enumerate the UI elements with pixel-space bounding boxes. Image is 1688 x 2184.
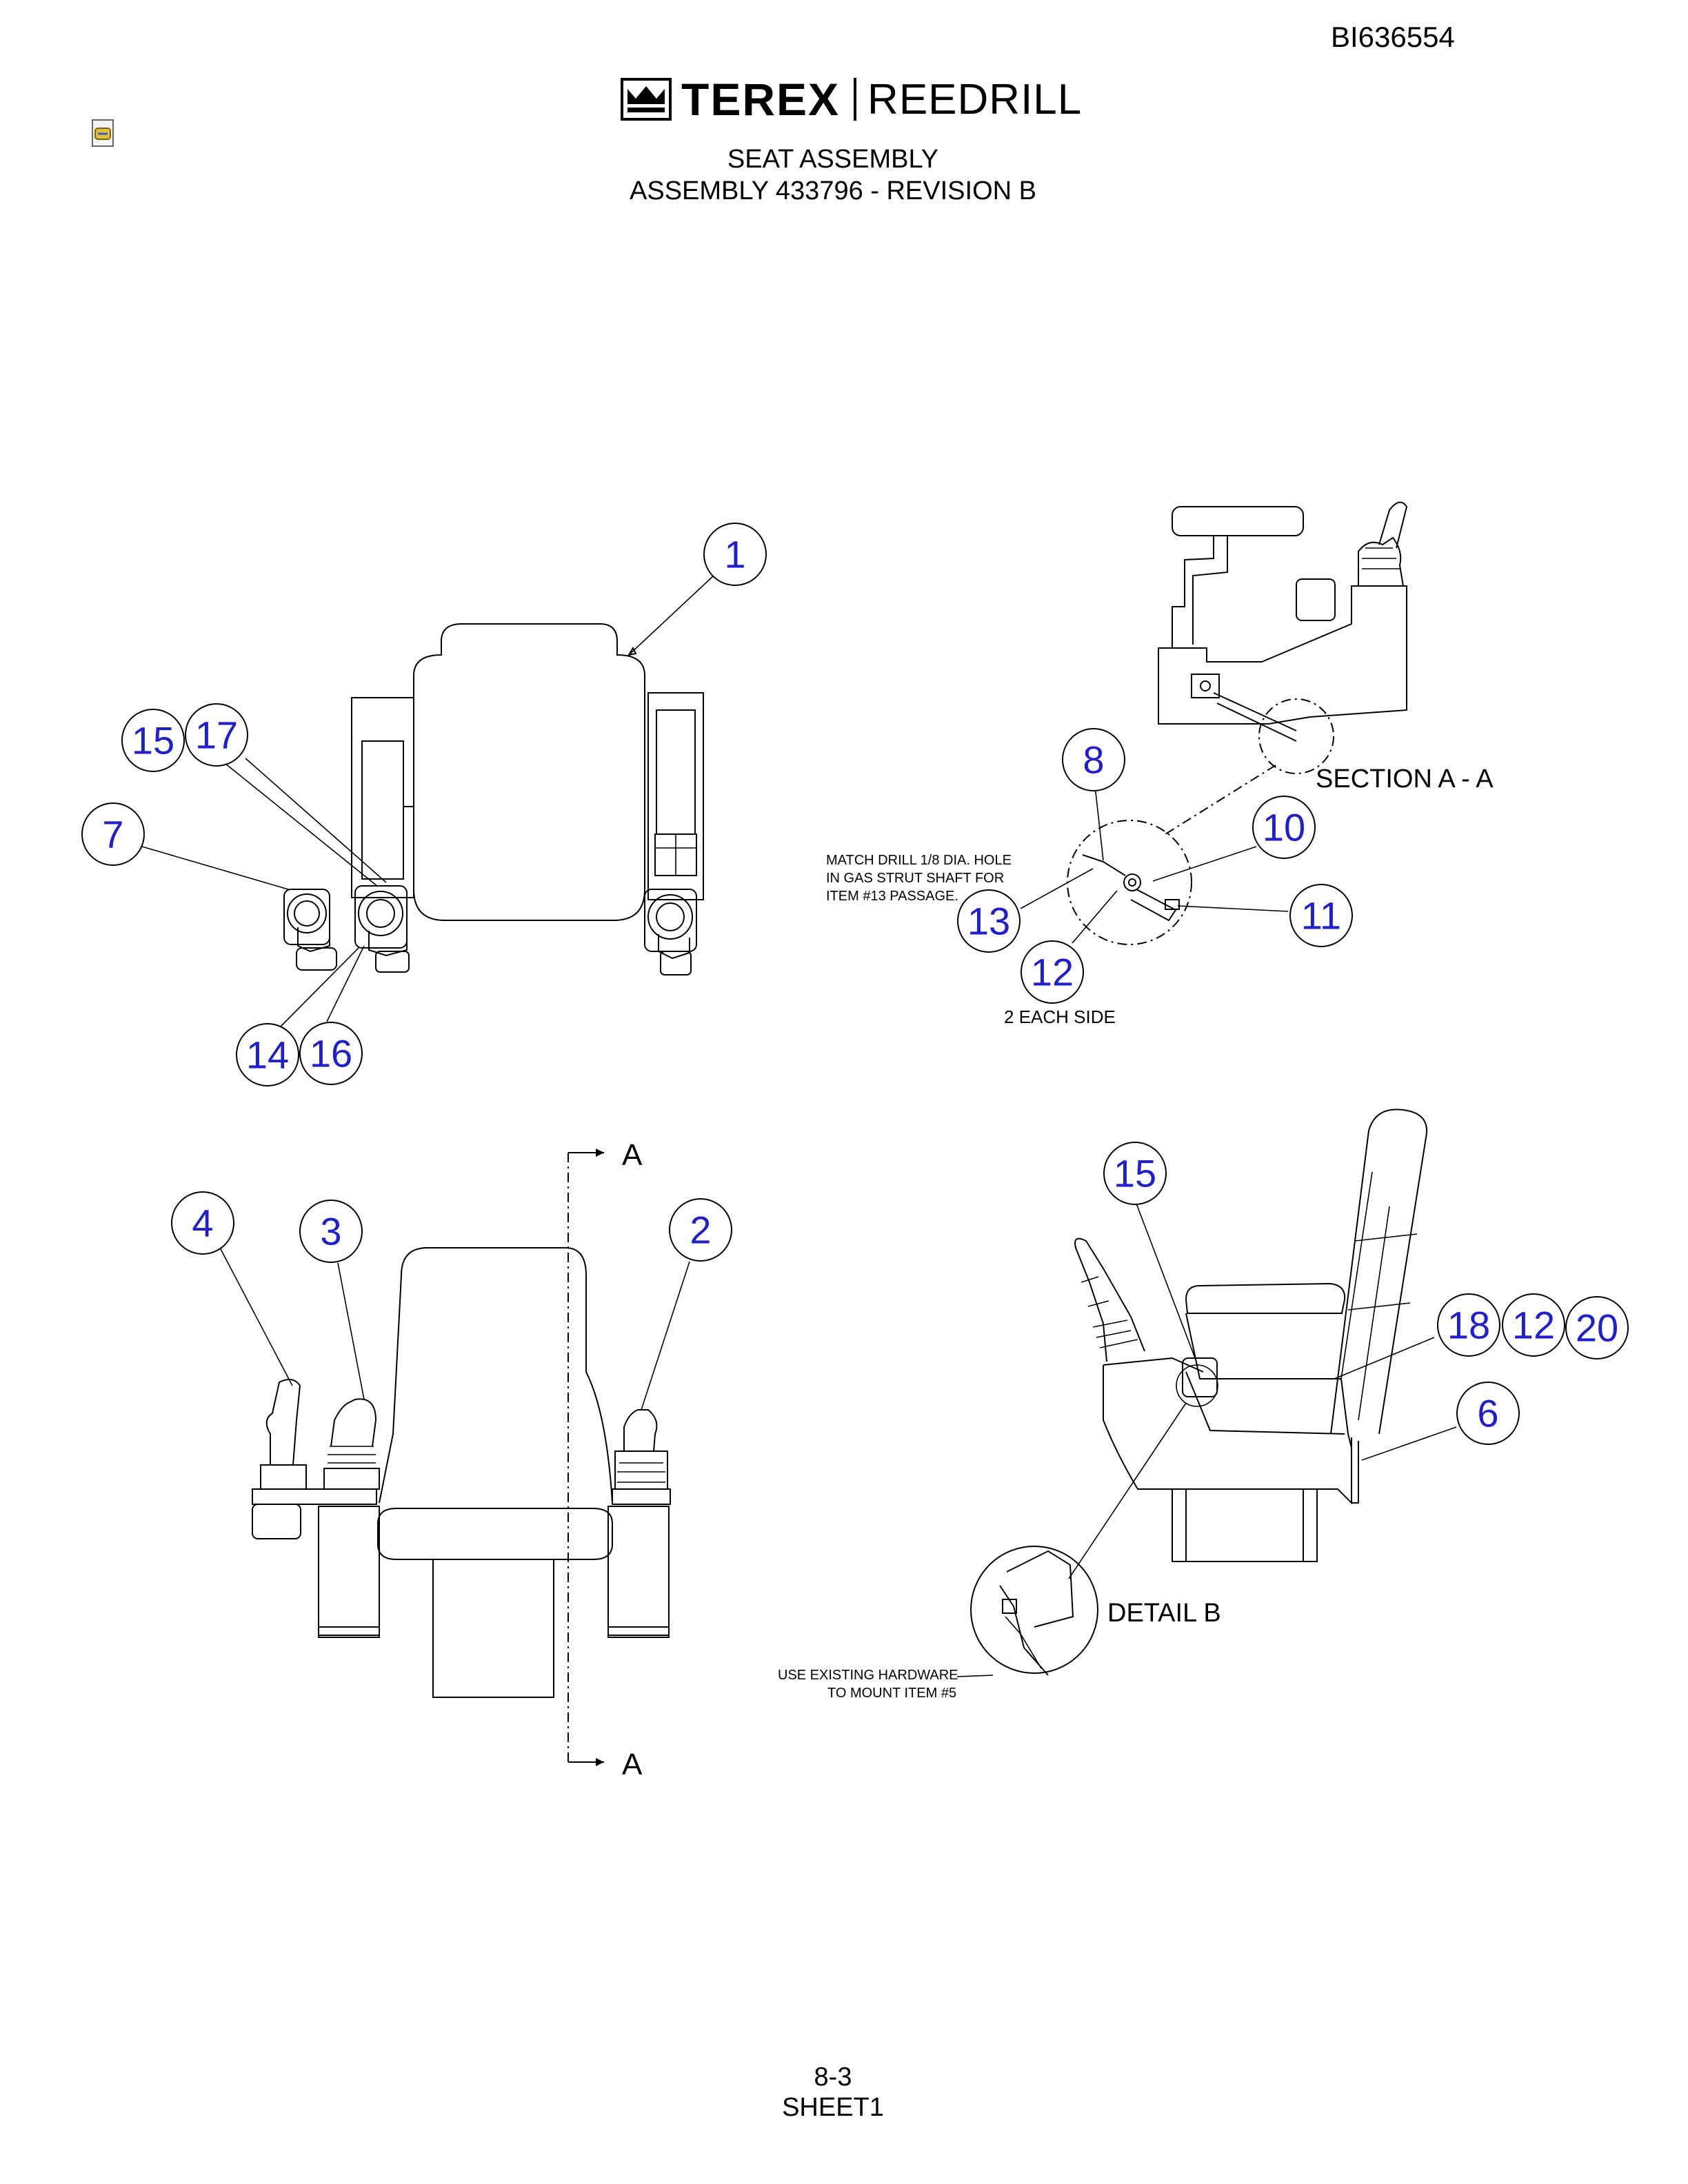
terex-logo-icon (621, 78, 672, 121)
document-id: BI636554 (1331, 21, 1455, 53)
balloon-item-7: 7 (81, 802, 145, 866)
svg-text:13: 13 (967, 900, 1010, 943)
side-view (956, 1109, 1457, 1677)
front-view (219, 1149, 690, 1766)
balloon-item-12-side: 12 (1502, 1293, 1565, 1357)
balloon-item-4: 4 (171, 1191, 234, 1255)
balloon-item-3: 3 (299, 1200, 363, 1263)
joystick-2 (612, 1409, 671, 1505)
svg-text:2: 2 (690, 1209, 711, 1252)
brand-divider (854, 78, 857, 121)
section-marker-bottom: A (622, 1748, 643, 1781)
hardware-note-line1: USE EXISTING HARDWARE (778, 1668, 958, 1683)
brand-header: TEREX REEDRILL (621, 70, 1082, 128)
svg-text:16: 16 (310, 1032, 352, 1075)
sheet-label: SHEET1 (782, 2093, 884, 2122)
right-joystick-pod (644, 889, 697, 975)
section-a-a-label: SECTION A - A (1316, 765, 1494, 793)
svg-text:8: 8 (1083, 738, 1104, 782)
svg-text:1: 1 (724, 533, 745, 576)
section-a-a-view (1020, 501, 1408, 945)
assembly-number: ASSEMBLY 433796 - REVISION B (630, 176, 1036, 205)
svg-text:12: 12 (1512, 1304, 1555, 1347)
joystick-3 (323, 1398, 380, 1490)
balloon-item-15-top: 15 (121, 709, 185, 772)
center-joystick-pod (354, 885, 410, 973)
svg-text:7: 7 (102, 813, 123, 856)
detail-b-label: DETAIL B (1107, 1599, 1221, 1628)
detail-b-view (970, 1546, 1098, 1676)
balloon-item-17: 17 (185, 703, 248, 767)
brand-reedrill: REEDRILL (867, 75, 1083, 123)
balloon-item-2: 2 (669, 1198, 732, 1262)
match-drill-note-line1: MATCH DRILL 1/8 DIA. HOLE (826, 853, 1012, 868)
balloon-item-18: 18 (1437, 1293, 1500, 1357)
brand-terex: TEREX (681, 74, 841, 125)
balloon-item-16: 16 (299, 1022, 363, 1085)
balloon-item-13: 13 (957, 889, 1021, 953)
each-side-note: 2 EACH SIDE (1004, 1007, 1116, 1027)
svg-text:4: 4 (192, 1202, 213, 1245)
svg-text:12: 12 (1031, 951, 1074, 994)
svg-text:11: 11 (1301, 894, 1341, 938)
page-number: 8-3 (814, 2063, 852, 2092)
svg-text:14: 14 (246, 1033, 289, 1077)
hardware-note-line2: TO MOUNT ITEM #5 (827, 1686, 956, 1701)
svg-text:18: 18 (1447, 1304, 1490, 1347)
svg-text:15: 15 (132, 719, 174, 762)
section-marker-top: A (622, 1138, 643, 1172)
top-view (141, 574, 715, 1028)
balloon-item-10: 10 (1252, 796, 1316, 859)
svg-text:10: 10 (1263, 806, 1305, 849)
svg-text:17: 17 (195, 714, 238, 757)
balloon-item-11: 11 (1289, 884, 1353, 947)
match-drill-note-line3: ITEM #13 PASSAGE. (826, 889, 958, 904)
balloon-item-12-section: 12 (1021, 940, 1084, 1004)
balloon-item-1: 1 (703, 523, 767, 586)
balloon-item-8: 8 (1062, 728, 1125, 791)
svg-text:20: 20 (1576, 1306, 1618, 1350)
svg-text:6: 6 (1477, 1392, 1498, 1435)
joystick-4 (252, 1379, 377, 1539)
balloon-item-6: 6 (1456, 1382, 1520, 1445)
balloon-item-15-side: 15 (1103, 1142, 1167, 1205)
document-file-icon[interactable] (90, 119, 117, 149)
svg-text:3: 3 (320, 1210, 341, 1253)
balloon-item-20: 20 (1565, 1296, 1629, 1359)
svg-text:15: 15 (1114, 1152, 1156, 1195)
drawing-title: SEAT ASSEMBLY (727, 145, 939, 174)
left-joystick-pod (283, 889, 337, 971)
balloon-item-14: 14 (236, 1023, 299, 1086)
match-drill-note-line2: IN GAS STRUT SHAFT FOR (826, 871, 1004, 886)
